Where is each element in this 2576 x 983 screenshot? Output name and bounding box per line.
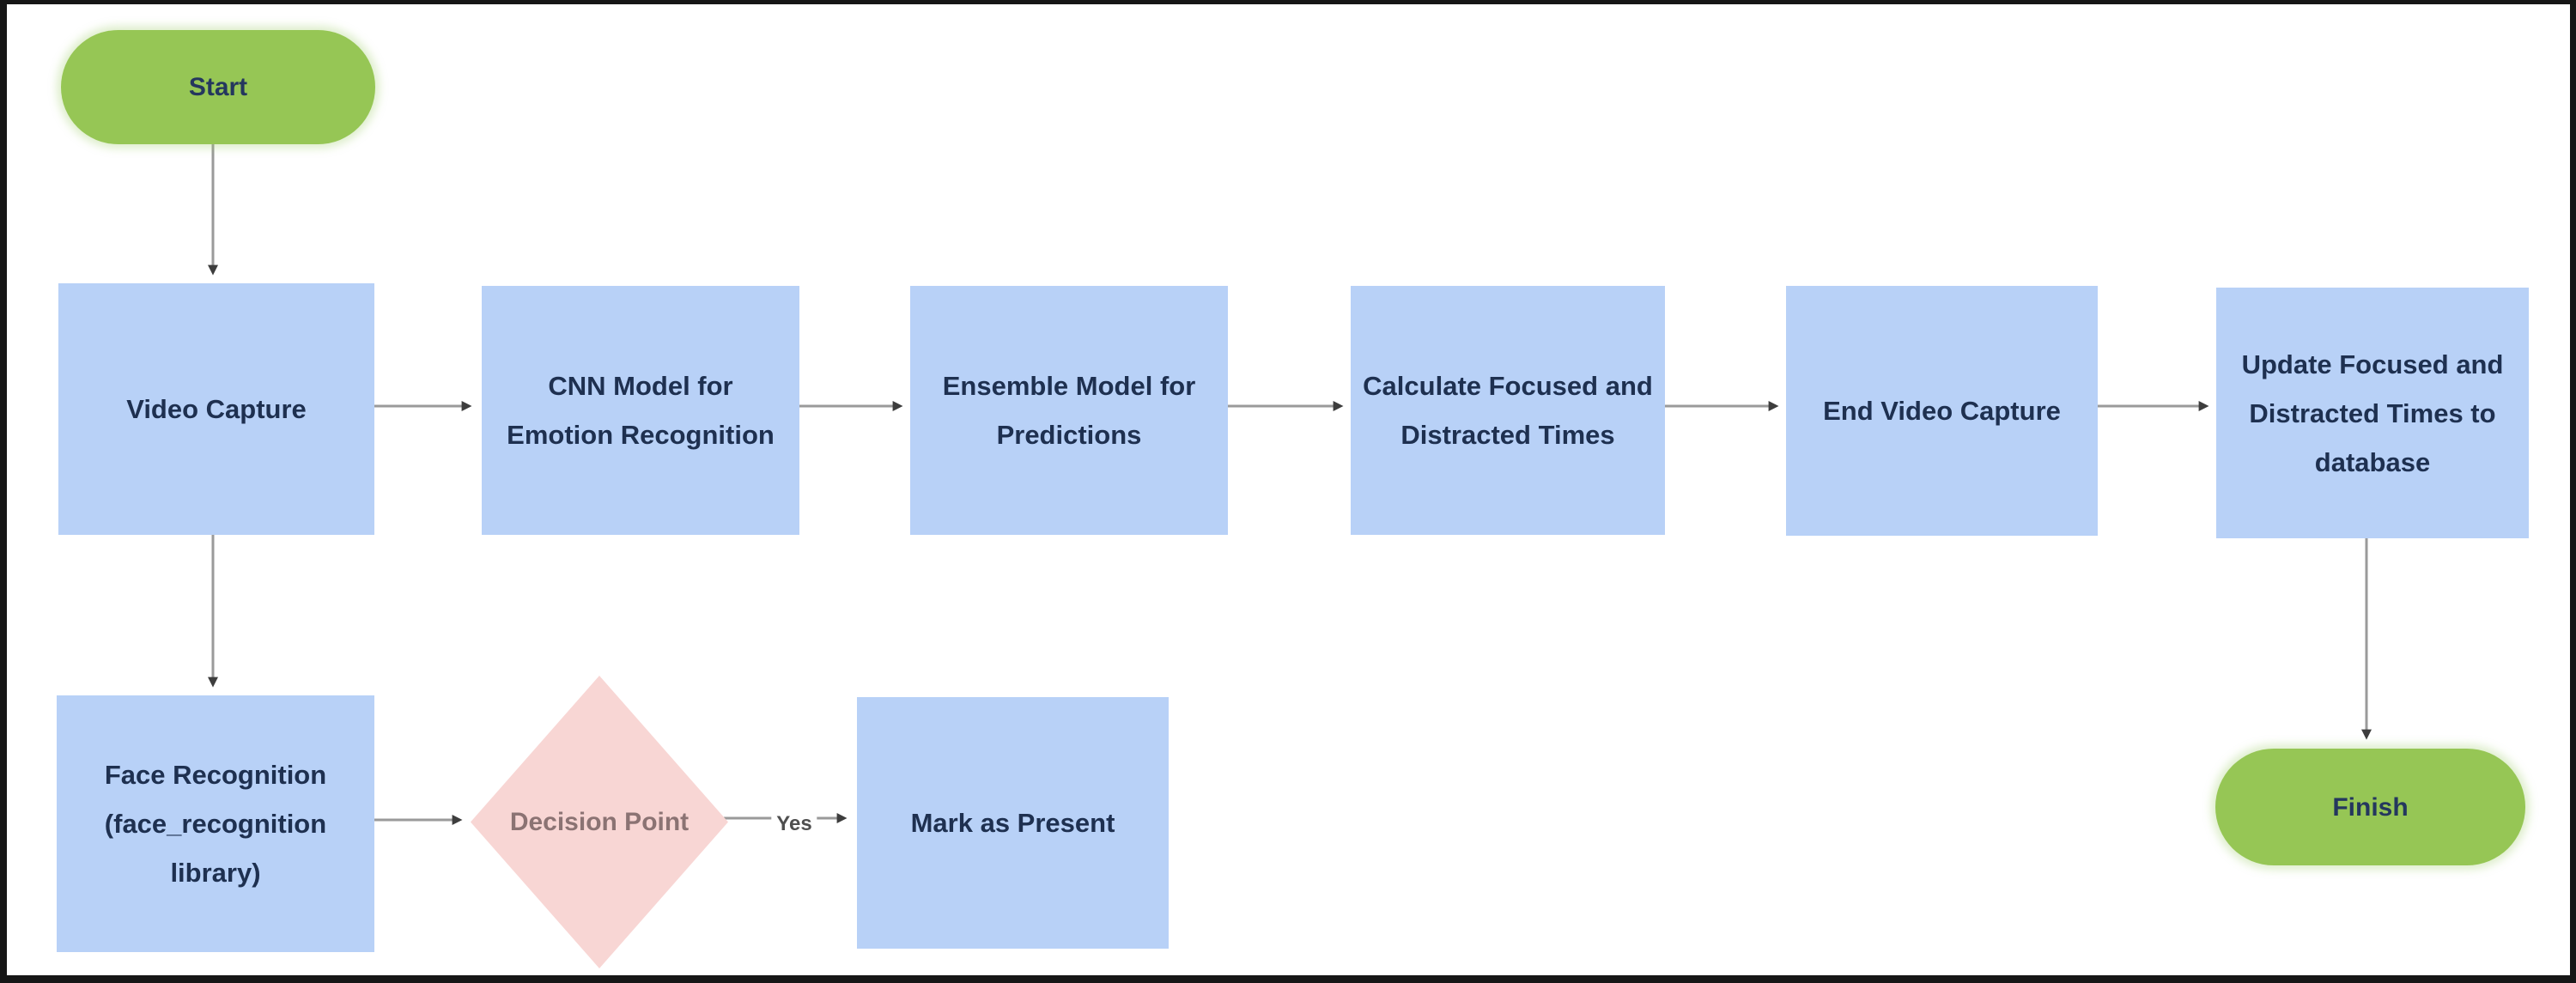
node-cnn-model-label: CNN Model for Emotion Recognition xyxy=(507,371,775,450)
node-ensemble-model-label: Ensemble Model for Predictions xyxy=(942,371,1196,450)
node-end-video-capture-label: End Video Capture xyxy=(1823,396,2061,426)
node-update-database: Update Focused and Distracted Times to d… xyxy=(2216,288,2529,538)
node-finish-label: Finish xyxy=(2332,792,2409,822)
node-calculate-times: Calculate Focused and Distracted Times xyxy=(1351,286,1665,535)
node-cnn-model: CNN Model for Emotion Recognition xyxy=(482,286,799,535)
node-video-capture-label: Video Capture xyxy=(126,394,307,424)
node-mark-as-present-label: Mark as Present xyxy=(910,808,1115,838)
node-face-recognition: Face Recognition (face_recognition libra… xyxy=(57,695,374,952)
node-face-recognition-label: Face Recognition (face_recognition libra… xyxy=(104,760,327,888)
node-decision-point-label: Decision Point xyxy=(509,808,690,836)
node-update-database-label: Update Focused and Distracted Times to d… xyxy=(2241,349,2504,477)
node-finish: Finish xyxy=(2215,749,2525,865)
node-start: Start xyxy=(61,30,375,144)
node-decision-point: Decision Point xyxy=(471,676,728,968)
connector-lines xyxy=(208,142,2372,825)
node-video-capture: Video Capture xyxy=(58,283,374,535)
node-ensemble-model: Ensemble Model for Predictions xyxy=(910,286,1228,535)
node-start-label: Start xyxy=(188,73,248,101)
node-calculate-times-label: Calculate Focused and Distracted Times xyxy=(1363,371,1653,450)
edge-label-yes: Yes xyxy=(771,814,817,834)
node-end-video-capture: End Video Capture xyxy=(1786,286,2098,536)
node-mark-as-present: Mark as Present xyxy=(857,697,1169,949)
